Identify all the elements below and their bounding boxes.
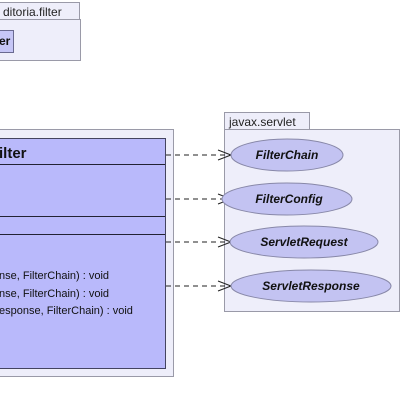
- operation-3: esponse, FilterChain) : void: [0, 305, 133, 317]
- interface-ellipse-filterconfig: [221, 182, 353, 216]
- interface-ellipse-servletrequest: [229, 225, 379, 259]
- package-label: javax.servlet: [229, 115, 296, 129]
- divider-attributes: [0, 216, 165, 217]
- package-label: ditoria.filter: [3, 5, 62, 19]
- package-tab-javax-servlet: javax.servlet: [224, 112, 310, 130]
- interface-label-filterchain: FilterChain: [256, 148, 319, 162]
- filter-class-box: ilter nse, FilterChain) : void nse, Filt…: [0, 138, 166, 369]
- package-class-box: er: [0, 30, 14, 53]
- package-tab-editoria-filter: ditoria.filter: [0, 2, 80, 20]
- interface-label-servletresponse: ServletResponse: [262, 279, 360, 293]
- divider-title: [0, 164, 165, 165]
- interface-ellipse-filterchain: [230, 138, 344, 172]
- operation-2: nse, FilterChain) : void: [0, 288, 110, 300]
- package-class-name: er: [0, 34, 11, 48]
- divider-operations: [0, 234, 165, 235]
- class-title: ilter: [0, 145, 27, 162]
- interface-label-filterconfig: FilterConfig: [255, 192, 323, 206]
- operation-1: nse, FilterChain) : void: [0, 270, 110, 282]
- interface-label-servletrequest: ServletRequest: [260, 235, 348, 249]
- interface-ellipse-servletresponse: [230, 269, 392, 303]
